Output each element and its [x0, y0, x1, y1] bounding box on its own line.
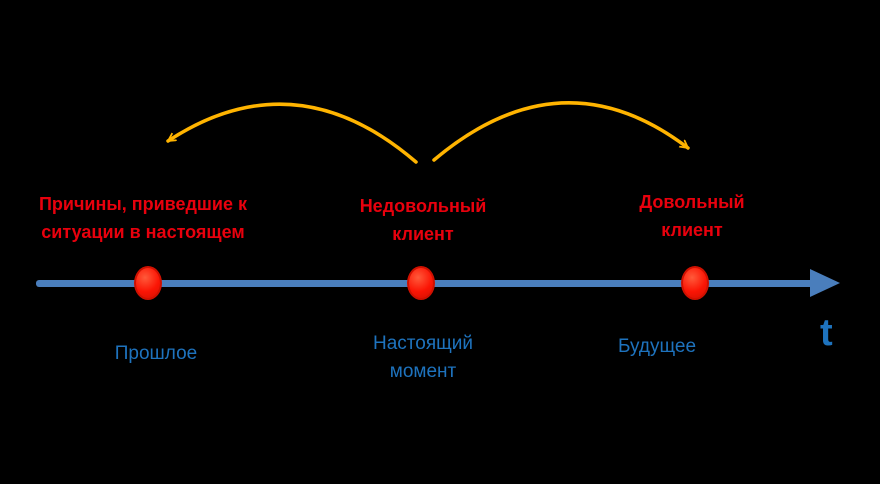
label-happy-client-line1: Довольный	[639, 192, 745, 212]
label-past: Прошлое	[86, 340, 226, 368]
label-causes-line1: Причины, приведшие к	[38, 194, 248, 214]
label-causes: Причины, приведшие к ситуации в настояще…	[20, 190, 266, 246]
timeline-point-future	[681, 266, 709, 300]
label-unhappy-client-line1: Недовольный	[359, 196, 487, 216]
arc-present-to-past	[166, 102, 418, 164]
label-future: Будущее	[587, 333, 727, 361]
axis-label-t: t	[820, 312, 833, 354]
label-present-moment-line1: Настоящий	[373, 333, 473, 354]
label-present-moment-line2: момент	[389, 361, 457, 382]
label-happy-client-line2: клиент	[661, 220, 723, 240]
label-unhappy-client-line2: клиент	[392, 224, 454, 244]
label-present-moment: Настоящий момент	[343, 330, 503, 386]
label-happy-client: Довольный клиент	[602, 188, 782, 244]
label-future-line1: Будущее	[617, 336, 697, 357]
label-causes-line2: ситуации в настоящем	[41, 222, 245, 242]
label-unhappy-client: Недовольный клиент	[333, 192, 513, 248]
arc-present-to-future	[432, 101, 690, 162]
timeline-arrowhead-icon	[810, 269, 840, 297]
timeline-point-present	[407, 266, 435, 300]
label-past-line1: Прошлое	[114, 343, 198, 364]
timeline-point-past	[134, 266, 162, 300]
